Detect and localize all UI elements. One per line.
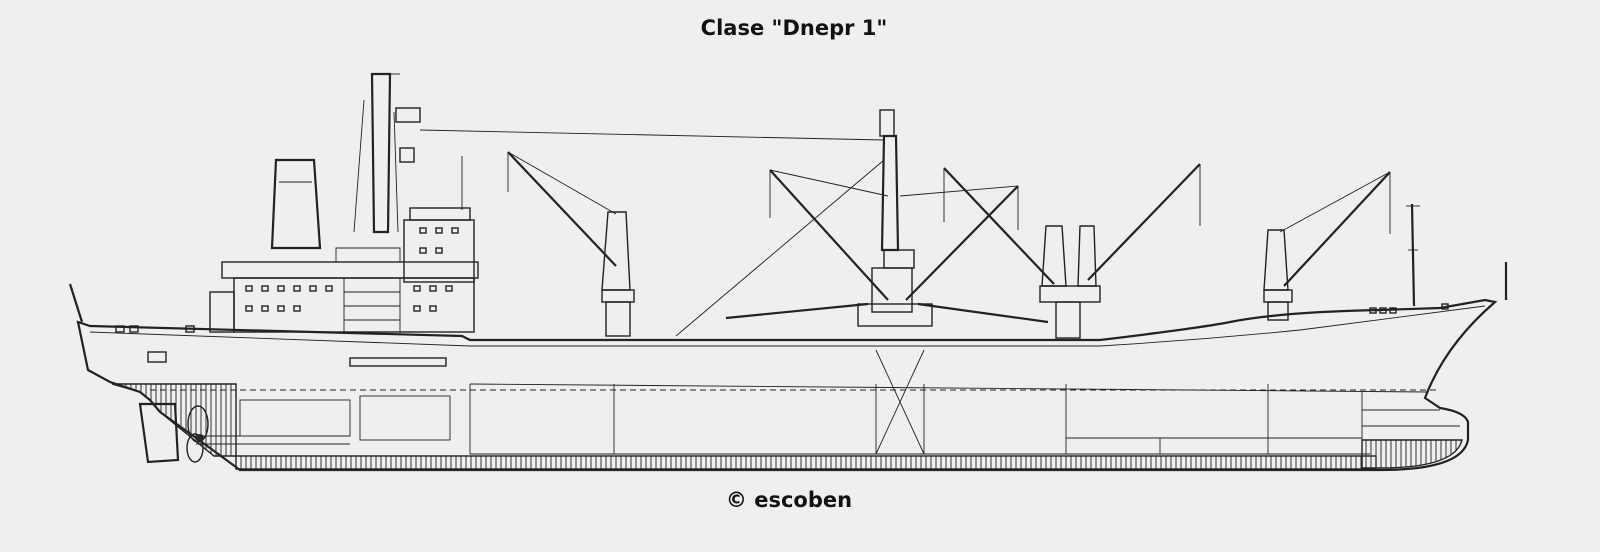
crane-2 bbox=[943, 163, 1201, 339]
crane-1 bbox=[507, 151, 635, 337]
funnel bbox=[270, 158, 322, 250]
rudder-propeller bbox=[138, 402, 209, 464]
bow-bulb bbox=[1361, 439, 1463, 469]
copyright-credit: © escoben bbox=[725, 488, 853, 512]
foremast bbox=[1369, 203, 1508, 314]
rudder bbox=[138, 402, 180, 464]
lifeboat bbox=[335, 247, 401, 263]
propeller-blade-upper bbox=[187, 405, 209, 443]
stern-flagstaff bbox=[68, 283, 84, 323]
radar-platform bbox=[395, 107, 421, 123]
deckhouse-upper bbox=[221, 261, 479, 279]
superstructure bbox=[209, 72, 479, 333]
bridge bbox=[409, 207, 471, 221]
deckhouse-lower bbox=[233, 277, 475, 333]
radar-mast bbox=[370, 72, 392, 234]
aft-hull-section bbox=[111, 383, 237, 457]
centre-kingpost bbox=[725, 109, 1049, 327]
deck-fittings bbox=[115, 325, 447, 367]
portholes bbox=[245, 227, 459, 312]
derrick-stay bbox=[675, 159, 885, 337]
bridge-block bbox=[403, 219, 475, 283]
double-bottom bbox=[235, 455, 1377, 470]
drawing-title: Clase "Dnepr 1" bbox=[700, 16, 888, 40]
stay-wire bbox=[419, 129, 885, 141]
crane-3 bbox=[1263, 171, 1391, 321]
hull bbox=[76, 298, 1498, 472]
propeller-blade-lower bbox=[186, 433, 204, 463]
